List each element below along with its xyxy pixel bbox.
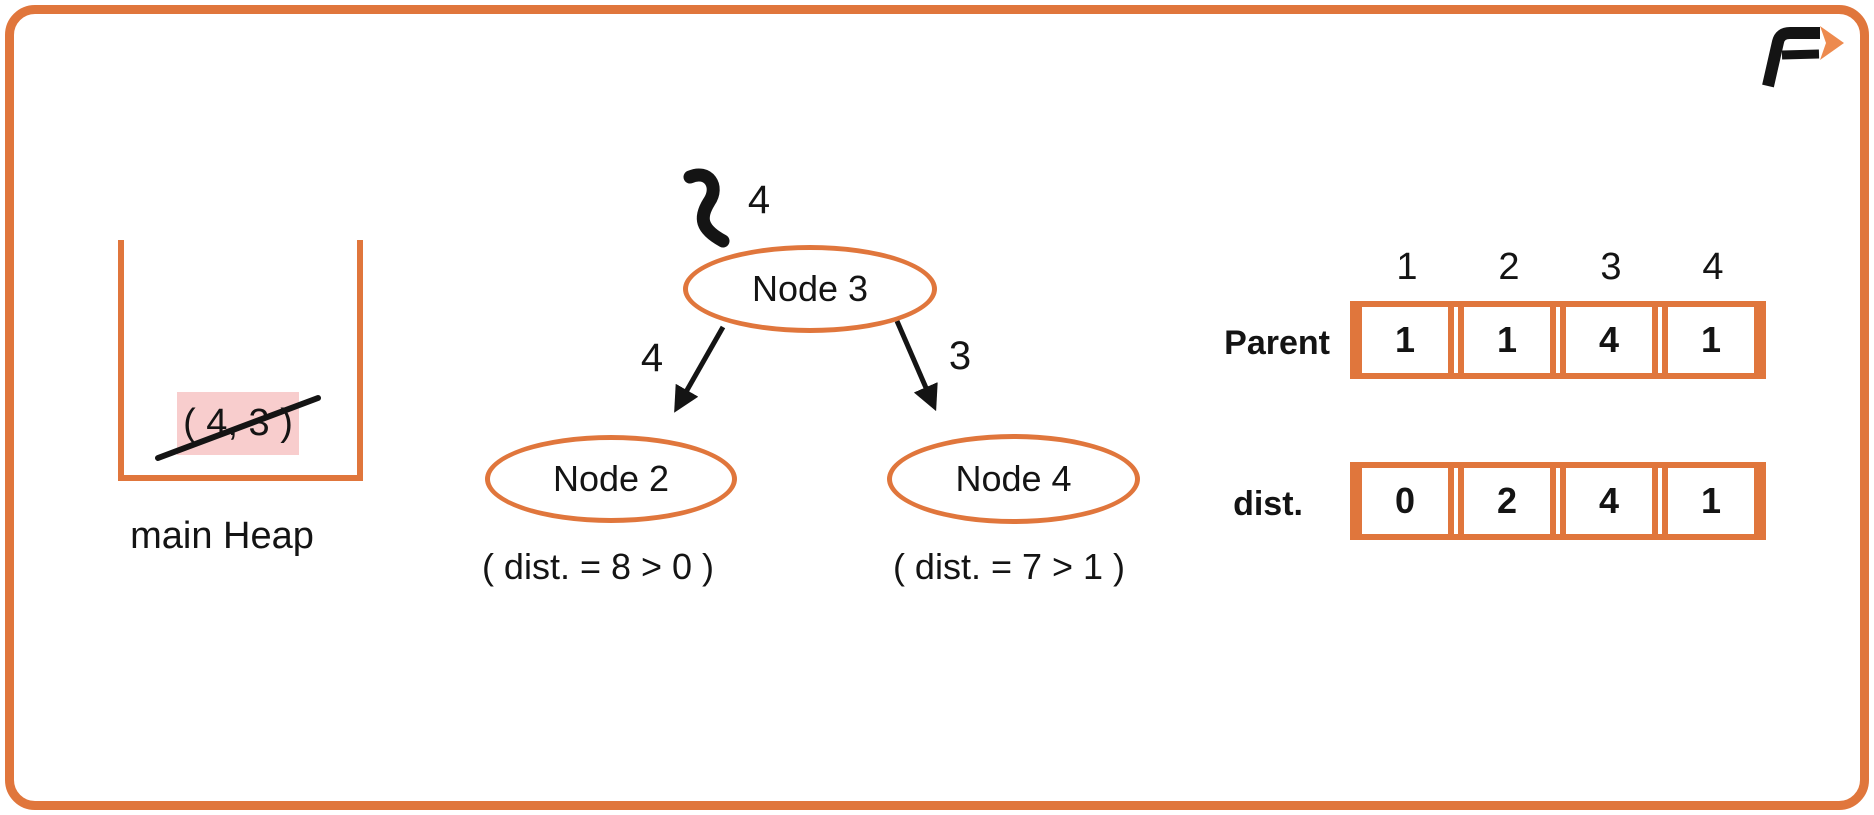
heap-container-shape: [118, 240, 363, 481]
node-2-dist-note: ( dist. = 8 > 0 ): [481, 546, 715, 587]
index-label: 3: [1600, 246, 1622, 288]
heap-entry-highlighted: ( 4, 3 ): [177, 392, 299, 455]
incoming-edge-weight: 4: [747, 178, 771, 222]
index-label: 2: [1498, 246, 1520, 288]
logo-f-midbar: [1781, 49, 1820, 60]
edge-arrow-node3-to-node4: [894, 320, 938, 412]
index-label: 1: [1396, 246, 1418, 288]
dist-array-label: dist.: [1233, 485, 1303, 523]
index-label: 4: [1702, 246, 1724, 288]
parent-cell-3: 4: [1560, 307, 1658, 373]
parent-cell-1: 1: [1356, 307, 1454, 373]
dist-cell-4: 1: [1662, 468, 1760, 534]
dist-cell-1: 0: [1356, 468, 1454, 534]
parent-array-label: Parent: [1224, 324, 1330, 362]
node-3-label: Node 3: [751, 268, 869, 309]
left-edge-weight: 4: [640, 336, 664, 380]
dist-cell-2: 2: [1458, 468, 1556, 534]
dist-array: 0 2 4 1: [1350, 462, 1766, 540]
parent-array: 1 1 4 1: [1350, 301, 1766, 379]
incoming-edge-squiggle: [683, 168, 730, 248]
node-4-ellipse: Node 4: [887, 434, 1140, 524]
parent-cell-2: 1: [1458, 307, 1556, 373]
node-2-label: Node 2: [552, 458, 670, 499]
node-4-dist-note: ( dist. = 7 > 1 ): [892, 546, 1126, 587]
edge-arrow-node3-to-node2: [674, 325, 726, 413]
logo-f-stroke: [1762, 27, 1820, 88]
right-edge-weight: 3: [948, 334, 972, 378]
node-3-ellipse: Node 3: [683, 245, 937, 333]
logo-arrow-icon: [1820, 26, 1844, 60]
parent-cell-4: 1: [1662, 307, 1760, 373]
brand-f-arrow-logo: [1762, 26, 1844, 88]
heap-label: main Heap: [130, 515, 314, 557]
node-4-label: Node 4: [955, 458, 1072, 499]
node-2-ellipse: Node 2: [485, 435, 737, 523]
dist-cell-3: 4: [1560, 468, 1658, 534]
array-index-row: 1 2 3 4: [1356, 246, 1764, 289]
